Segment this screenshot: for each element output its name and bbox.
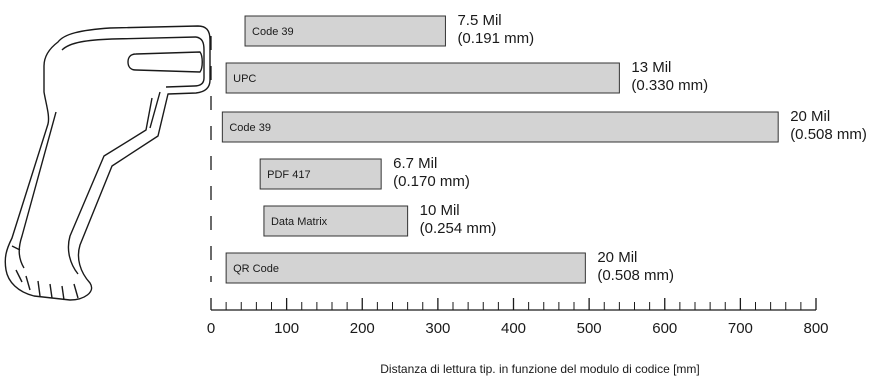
barcode-scanner-icon	[4, 25, 211, 301]
bar-code-label: QR Code	[233, 263, 279, 275]
resolution-mm-label: (0.330 mm)	[631, 77, 708, 94]
resolution-mil-label: 20 Mil	[597, 249, 637, 266]
x-tick-label: 300	[425, 320, 450, 337]
x-tick-label: 800	[803, 320, 828, 337]
bar-row: UPC 13 Mil(0.330 mm)	[225, 59, 708, 94]
bar	[225, 252, 586, 284]
resolution-mil-label: 20 Mil	[790, 108, 830, 125]
bar	[225, 62, 620, 94]
resolution-mm-label: (0.170 mm)	[393, 173, 470, 190]
resolution-mil-label: 7.5 Mil	[457, 12, 501, 29]
x-tick-label: 400	[501, 320, 526, 337]
bar	[221, 111, 779, 143]
x-tick-label: 600	[652, 320, 677, 337]
resolution-mm-label: (0.508 mm)	[597, 267, 674, 284]
resolution-mil-label: 13 Mil	[631, 59, 671, 76]
x-axis: 0 100 200 300 400 500 600 700 800	[207, 298, 829, 337]
x-axis-title: Distanza di lettura tip. in funzione del…	[380, 362, 700, 376]
x-tick-label: 500	[577, 320, 602, 337]
bar	[259, 158, 382, 190]
resolution-mm-label: (0.508 mm)	[790, 126, 867, 143]
resolution-mm-label: (0.254 mm)	[420, 220, 497, 237]
bar-code-label: UPC	[233, 73, 256, 85]
bar-row: Code 39 20 Mil(0.508 mm)	[221, 108, 867, 143]
resolution-mil-label: 10 Mil	[420, 202, 460, 219]
bar-row: PDF 417 6.7 Mil(0.170 mm)	[259, 155, 470, 190]
bar-row: QR Code 20 Mil(0.508 mm)	[225, 249, 674, 284]
bar-code-label: Code 39	[252, 26, 294, 38]
resolution-mil-label: 6.7 Mil	[393, 155, 437, 172]
x-tick-label: 0	[207, 320, 215, 337]
bar-code-label: PDF 417	[267, 169, 310, 181]
x-tick-label: 200	[350, 320, 375, 337]
x-tick-label: 100	[274, 320, 299, 337]
bar-code-label: Code 39	[229, 122, 271, 134]
bars-group: Code 39 7.5 Mil(0.191 mm) UPC 13 Mil(0.330 …	[221, 12, 867, 284]
bar-row: Data Matrix 10 Mil(0.254 mm)	[263, 202, 497, 237]
bar	[244, 15, 446, 47]
bar	[263, 205, 409, 237]
x-tick-label: 700	[728, 320, 753, 337]
resolution-mm-label: (0.191 mm)	[457, 30, 534, 47]
bar-row: Code 39 7.5 Mil(0.191 mm)	[244, 12, 534, 47]
bar-code-label: Data Matrix	[271, 216, 328, 228]
